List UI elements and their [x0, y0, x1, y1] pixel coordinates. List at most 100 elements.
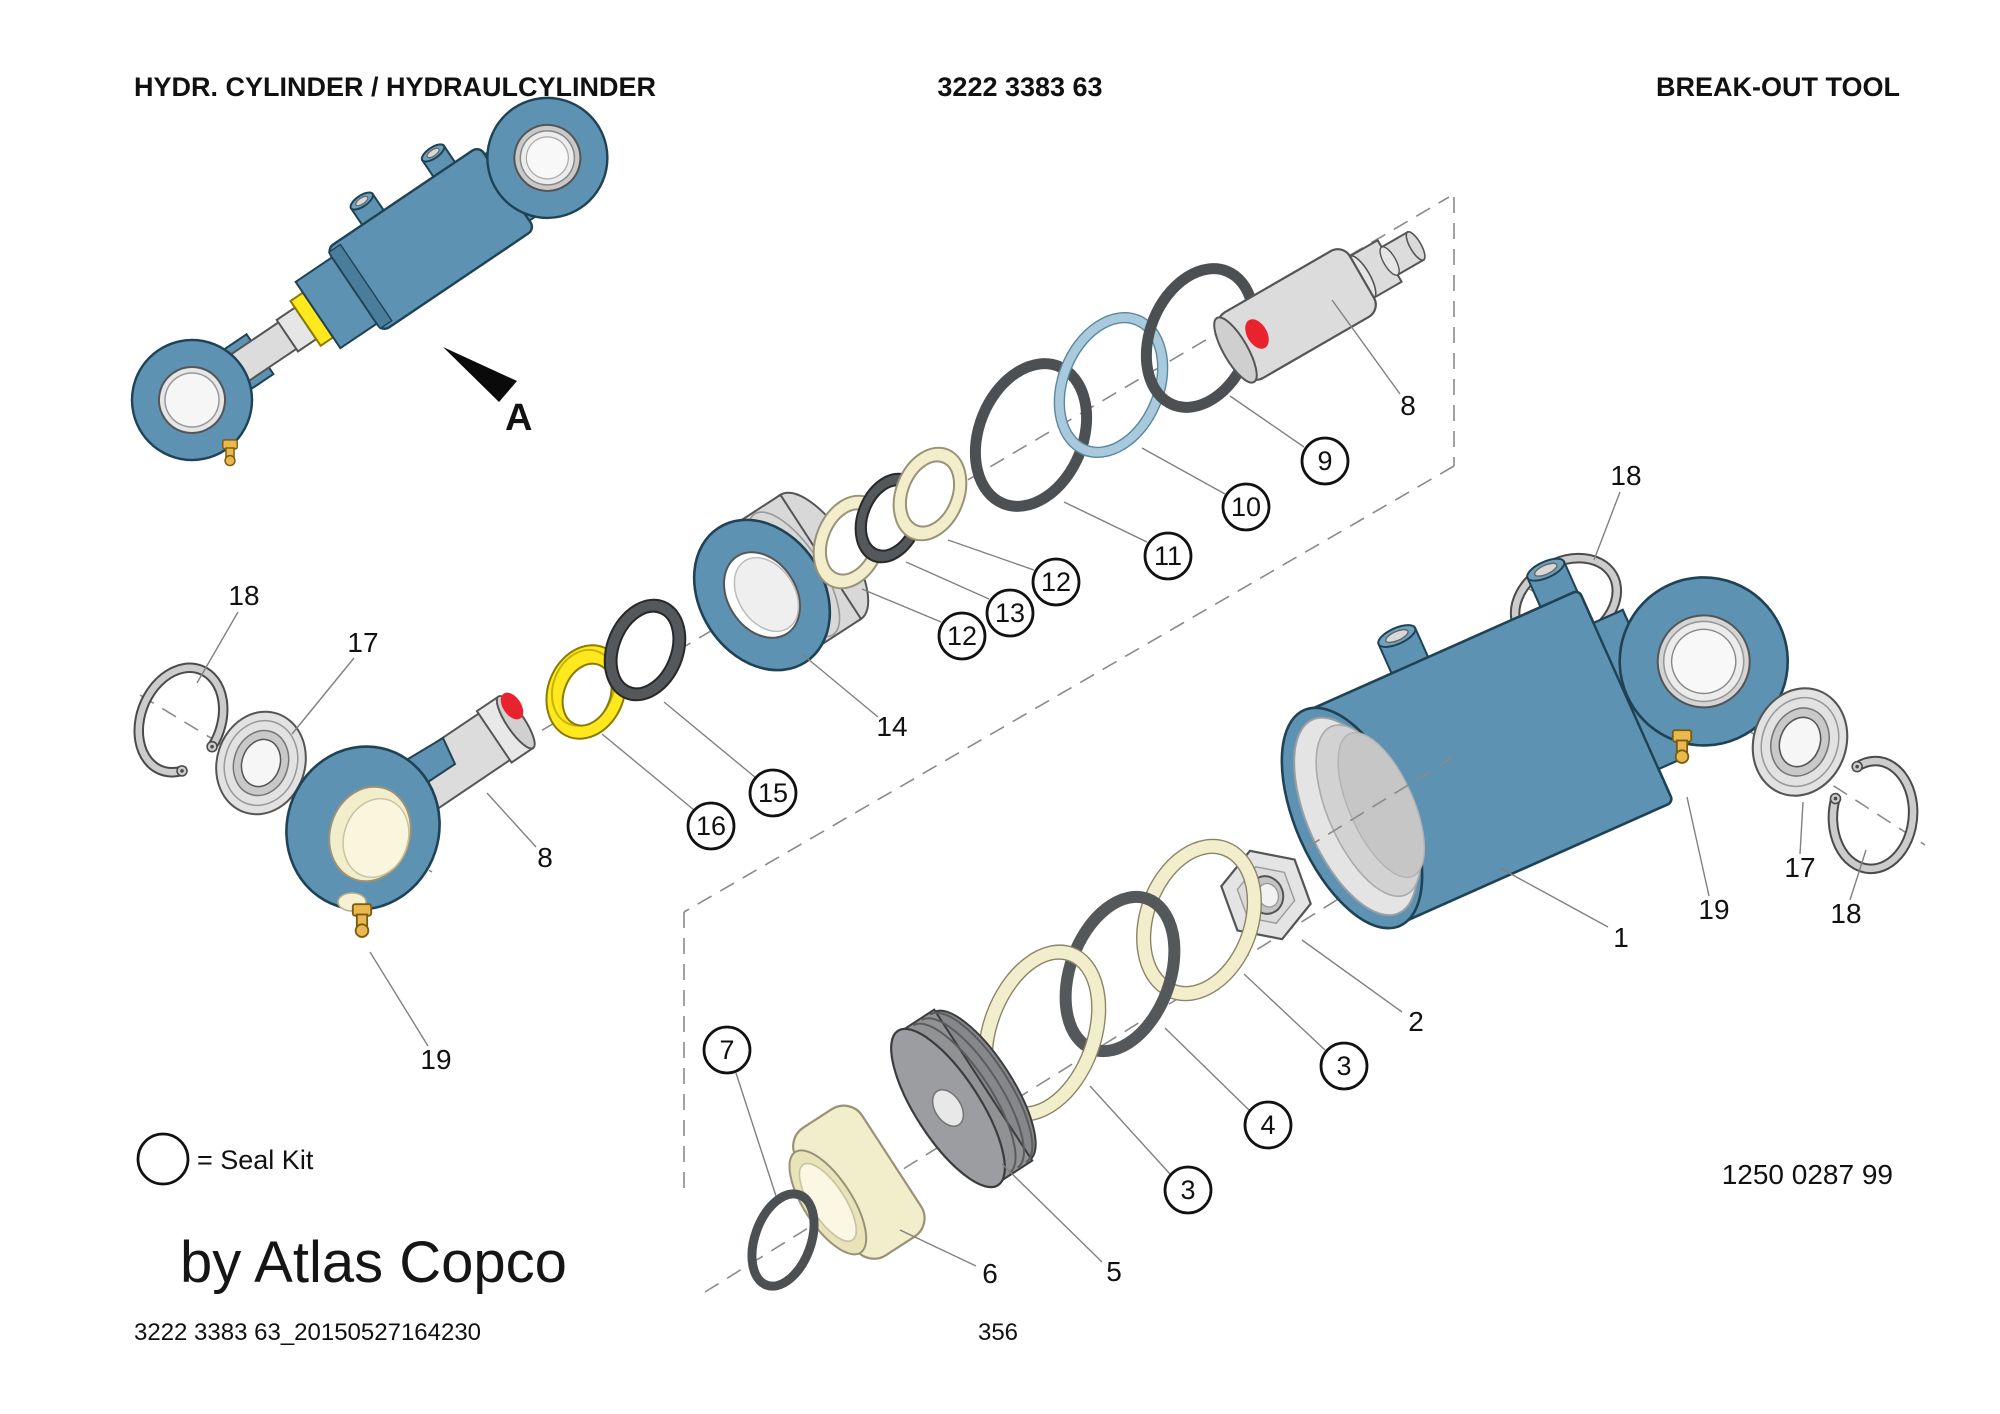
- leader-line: [1499, 867, 1609, 928]
- seal-kit-circle-icon: [937, 611, 987, 661]
- cylinder-body-1: [1280, 557, 1790, 930]
- leader-line: [861, 588, 942, 623]
- seal-kit-circle-icon: [985, 588, 1035, 638]
- callout-2: 2: [1301, 939, 1424, 1037]
- leader-line: [1229, 395, 1305, 448]
- support-bushing-6: [788, 1104, 926, 1260]
- leader-line: [1243, 973, 1326, 1051]
- cylinder-group: [1280, 485, 1918, 930]
- title-part-number: 3222 3383 63: [937, 72, 1102, 102]
- seal-kit-callout-12: 12: [947, 539, 1081, 607]
- seal-kit-callout-7: 7: [702, 1025, 777, 1197]
- rod-group: [124, 230, 1426, 938]
- callout-18: 18: [1593, 460, 1642, 561]
- seal-kit-callout-13: 13: [905, 561, 1035, 638]
- callout-number: 19: [420, 1044, 451, 1075]
- callout-number: 14: [876, 711, 907, 742]
- title-right: BREAK-OUT TOOL: [1656, 72, 1900, 102]
- seal-kit-circle-icon: [1163, 1165, 1213, 1215]
- leader-line: [1686, 796, 1710, 897]
- leader-line: [1849, 849, 1867, 901]
- seal-kit-circle-icon: [1319, 1041, 1369, 1091]
- seal-kit-callout-3: 3: [1243, 973, 1369, 1091]
- callout-number: 18: [1610, 460, 1641, 491]
- leader-line: [1141, 447, 1226, 495]
- seal-kit-circle-icon: [748, 768, 798, 818]
- seal-kit-callout-4: 4: [1164, 1027, 1293, 1150]
- o-ring-11: [969, 358, 1093, 512]
- callout-8: 8: [1331, 299, 1416, 421]
- rod-end-8: [1213, 230, 1426, 384]
- callout-14: 14: [801, 653, 908, 742]
- seal-kit-circle-icon: [1143, 531, 1193, 581]
- callout-number: 10: [1231, 492, 1261, 522]
- title-left: HYDR. CYLINDER / HYDRAULCYLINDER: [134, 72, 656, 102]
- seal-kit-circle-icon: [1300, 436, 1350, 486]
- callout-1: 1: [1499, 867, 1629, 953]
- seal-kit-callout-11: 11: [1063, 501, 1193, 581]
- callout-number: 18: [228, 580, 259, 611]
- callout-number: 12: [1041, 567, 1071, 597]
- callout-number: 3: [1180, 1175, 1195, 1205]
- o-ring-10: [1053, 311, 1169, 459]
- seal-kit-callout-3: 3: [1089, 1085, 1213, 1215]
- leader-line: [1089, 1085, 1171, 1175]
- view-direction-arrow-icon: [443, 347, 517, 402]
- callout-number: 1: [1613, 922, 1629, 953]
- seal-kit-circle-icon: [1221, 482, 1271, 532]
- callout-number: 8: [537, 842, 553, 873]
- leader-line: [196, 611, 239, 684]
- callout-number: 5: [1106, 1256, 1122, 1287]
- seal-kit-circle-icon: [686, 801, 736, 851]
- rod-seal-15: [603, 598, 687, 702]
- port-boss-icon: [349, 143, 459, 230]
- callout-number: 9: [1317, 446, 1332, 476]
- red-port-plug-icon: [500, 692, 524, 720]
- leader-line: [663, 701, 757, 779]
- seal-kit-legend: = Seal Kit: [136, 1132, 314, 1186]
- piston-5: [890, 1008, 1037, 1189]
- callout-18: 18: [1830, 849, 1867, 929]
- leader-line: [1164, 1027, 1250, 1111]
- snap-ring-18-right: [1825, 757, 1918, 872]
- callout-number: 8: [1400, 390, 1416, 421]
- leader-line: [905, 561, 990, 600]
- grease-nipple-icon: [222, 439, 238, 467]
- seal-kit-callout-9: 9: [1229, 395, 1350, 486]
- o-ring-7: [747, 1189, 819, 1291]
- callout-19: 19: [1686, 796, 1730, 925]
- callout-number: 18: [1830, 898, 1861, 929]
- backup-ring-12-right: [892, 446, 968, 542]
- callout-number: 2: [1408, 1006, 1424, 1037]
- piston-seal-4: [1059, 890, 1181, 1058]
- seal-kit-callout-12: 12: [861, 588, 987, 661]
- seal-kit-callout-15: 15: [663, 701, 798, 818]
- leader-line: [947, 539, 1035, 571]
- leader-line: [1593, 491, 1621, 561]
- seal-kit-circle-icon: [136, 1132, 190, 1186]
- leader-line: [486, 792, 537, 848]
- leader-line: [1301, 939, 1403, 1013]
- leader-line: [291, 657, 355, 735]
- footer-document-id: 3222 3383 63_20150527164230: [134, 1319, 481, 1346]
- callout-layer: 1234356781615141213121110981817191817181…: [196, 299, 1867, 1289]
- drawing-ref-number: 1250 0287 99: [1722, 1159, 1893, 1190]
- brand-text: by Atlas Copco: [180, 1230, 567, 1295]
- seal-kit-callout-10: 10: [1141, 447, 1271, 532]
- callout-6: 6: [899, 1229, 998, 1289]
- callout-17: 17: [291, 627, 379, 735]
- callout-number: 19: [1698, 894, 1729, 925]
- seal-kit-circle-icon: [1243, 1100, 1293, 1150]
- leader-line: [899, 1229, 977, 1267]
- callout-5: 5: [1001, 1163, 1122, 1287]
- callout-number: 4: [1260, 1110, 1275, 1140]
- leader-line: [1063, 501, 1148, 543]
- callout-number: 3: [1336, 1051, 1351, 1081]
- seal-kit-label: = Seal Kit: [197, 1145, 314, 1175]
- callout-number: 17: [347, 627, 378, 658]
- assembled-cylinder-view: A: [130, 96, 609, 467]
- callout-number: 13: [995, 598, 1025, 628]
- piston-rod-8: [285, 692, 536, 912]
